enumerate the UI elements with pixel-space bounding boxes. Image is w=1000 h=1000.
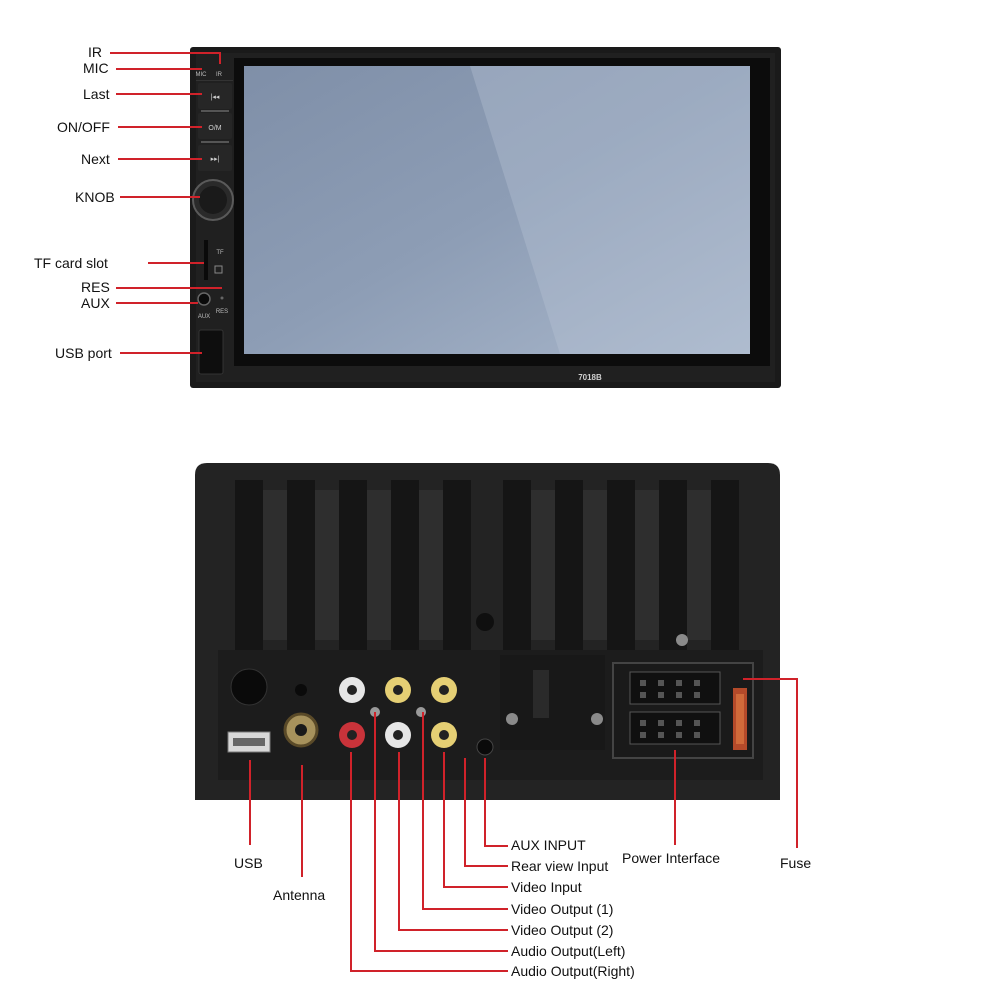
label-rear-view-input: Rear view Input [511, 858, 609, 874]
res-hole [220, 296, 224, 300]
label-usb: USB [234, 855, 263, 871]
touch-screen [244, 66, 750, 354]
label-next: Next [81, 151, 110, 167]
label-aux-input: AUX INPUT [511, 837, 586, 853]
label-audio-output-right: Audio Output(Right) [511, 963, 635, 979]
tf-text: TF [216, 250, 224, 256]
label-ir: IR [88, 44, 102, 60]
tf-card-slot [204, 240, 208, 280]
label-video-output-1: Video Output (1) [511, 901, 614, 917]
aux-input-jack [476, 738, 494, 756]
label-audio-output-left: Audio Output(Left) [511, 943, 626, 959]
label-power-interface: Power Interface [622, 850, 721, 866]
rear-unit-diagram [195, 463, 780, 800]
label-aux: AUX [81, 295, 110, 311]
svg-text:▸▸|: ▸▸| [211, 156, 220, 163]
onoff-button-text: O/M [208, 125, 221, 132]
last-button [198, 83, 232, 109]
label-video-output-2: Video Output (2) [511, 922, 614, 938]
mic-text: MIC [196, 72, 208, 78]
label-last: Last [83, 86, 110, 102]
svg-text:|◂◂: |◂◂ [211, 94, 220, 101]
aux-jack [197, 292, 211, 306]
front-unit-diagram: |◂◂ O/M ▸▸| MIC IR TF AUX RES 7018B [190, 47, 781, 388]
label-res: RES [81, 279, 110, 295]
next-button [198, 145, 232, 171]
ir-text: IR [216, 72, 223, 78]
label-video-input: Video Input [511, 879, 582, 895]
heatsink-fins [235, 480, 739, 655]
label-usb-port: USB port [55, 345, 112, 361]
label-knob: KNOB [75, 189, 115, 205]
label-onoff: ON/OFF [57, 119, 110, 135]
label-tf-card-slot: TF card slot [34, 255, 108, 271]
aux-text: AUX [198, 314, 210, 320]
label-fuse: Fuse [780, 855, 812, 871]
label-antenna: Antenna [273, 887, 326, 903]
model-number: 7018B [578, 373, 602, 382]
onoff-button [198, 113, 232, 139]
label-mic: MIC [83, 60, 109, 76]
res-text: RES [216, 309, 228, 315]
usb-port [198, 329, 224, 375]
